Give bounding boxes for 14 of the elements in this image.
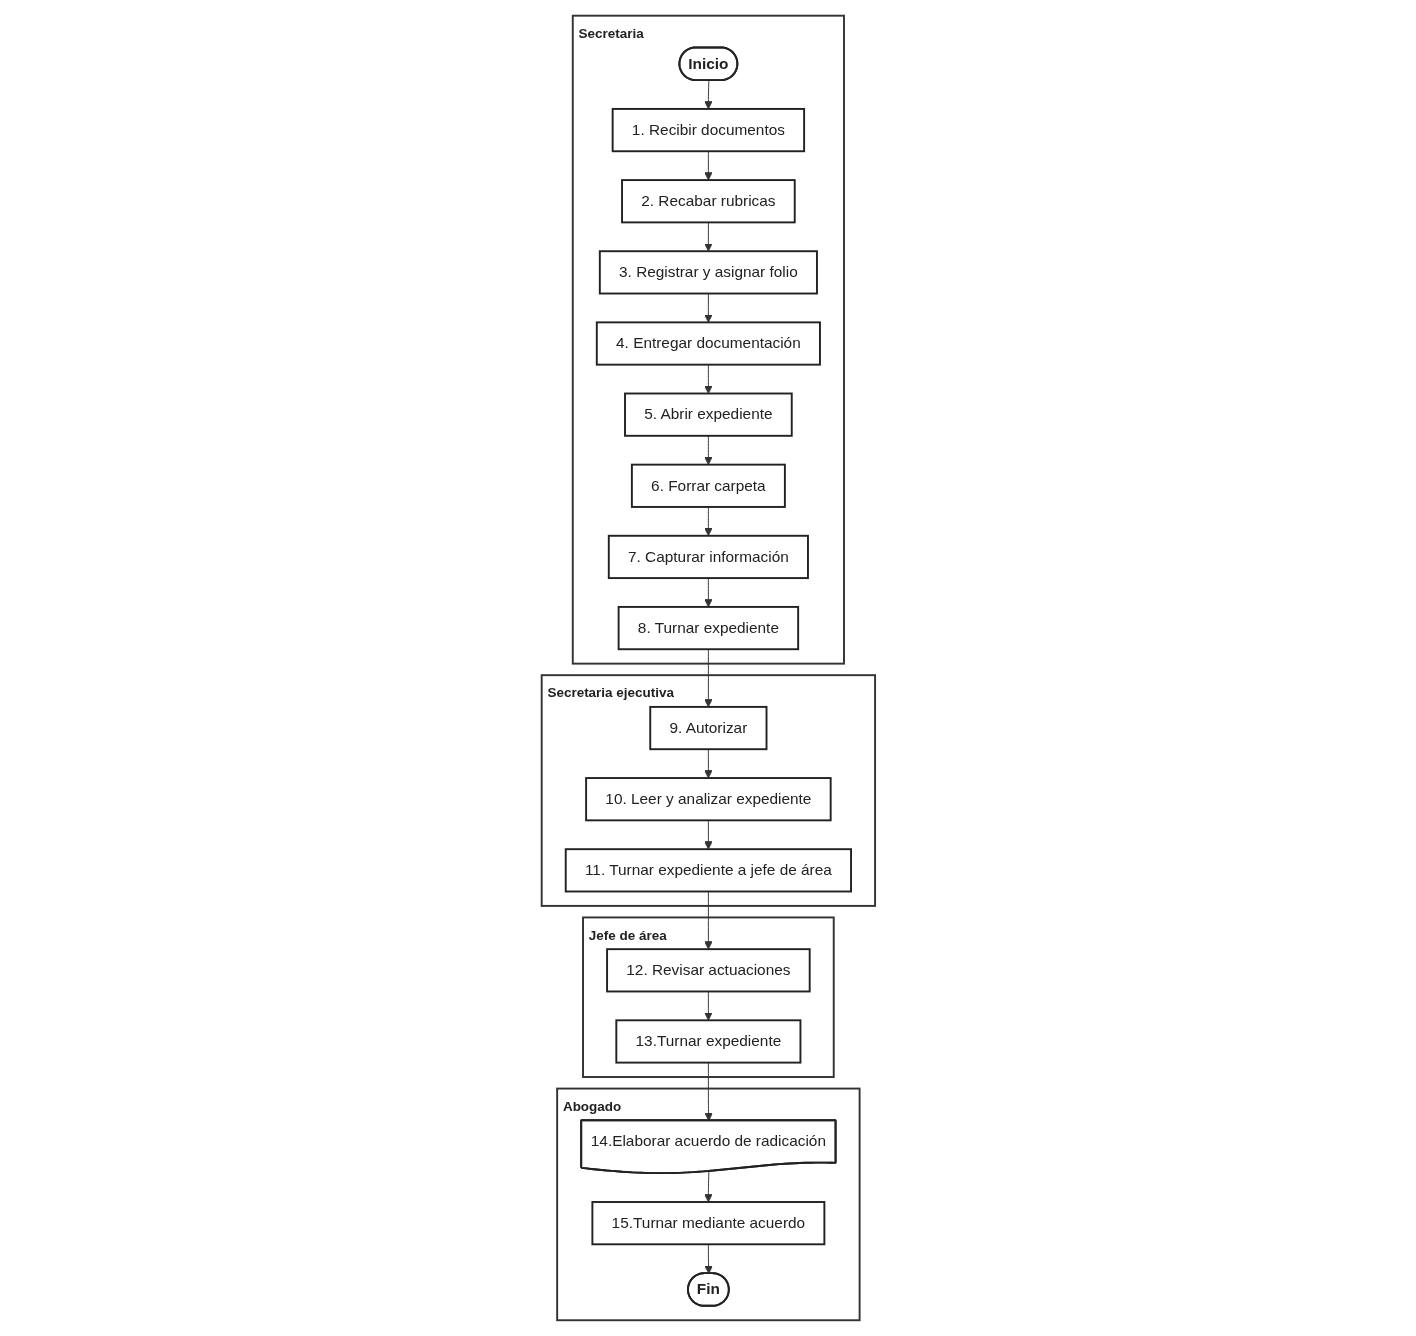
- node-box: 2. Recabar rubricas: [620, 179, 796, 224]
- node-box: 7. Capturar información: [607, 534, 809, 580]
- node-box: 10. Leer y analizar expediente: [584, 777, 832, 822]
- node-box: 1. Recibir documentos: [611, 108, 805, 153]
- node-box: 15.Turnar mediante acuerdo: [591, 1201, 825, 1246]
- node-box: 5. Abrir expediente: [623, 392, 793, 437]
- node-box: 12. Revisar actuaciones: [605, 948, 811, 993]
- node-box: 13.Turnar expediente: [614, 1019, 801, 1064]
- node-box: 4. Entregar documentación: [595, 321, 821, 366]
- node-box: 11. Turnar expediente a jefe de área: [564, 848, 852, 893]
- node-box: 9. Autorizar: [648, 706, 768, 751]
- node-box: 3. Registrar y asignar folio: [598, 250, 818, 295]
- node-box: 6. Forrar carpeta: [630, 463, 786, 508]
- node-box: 8. Turnar expediente: [617, 606, 799, 651]
